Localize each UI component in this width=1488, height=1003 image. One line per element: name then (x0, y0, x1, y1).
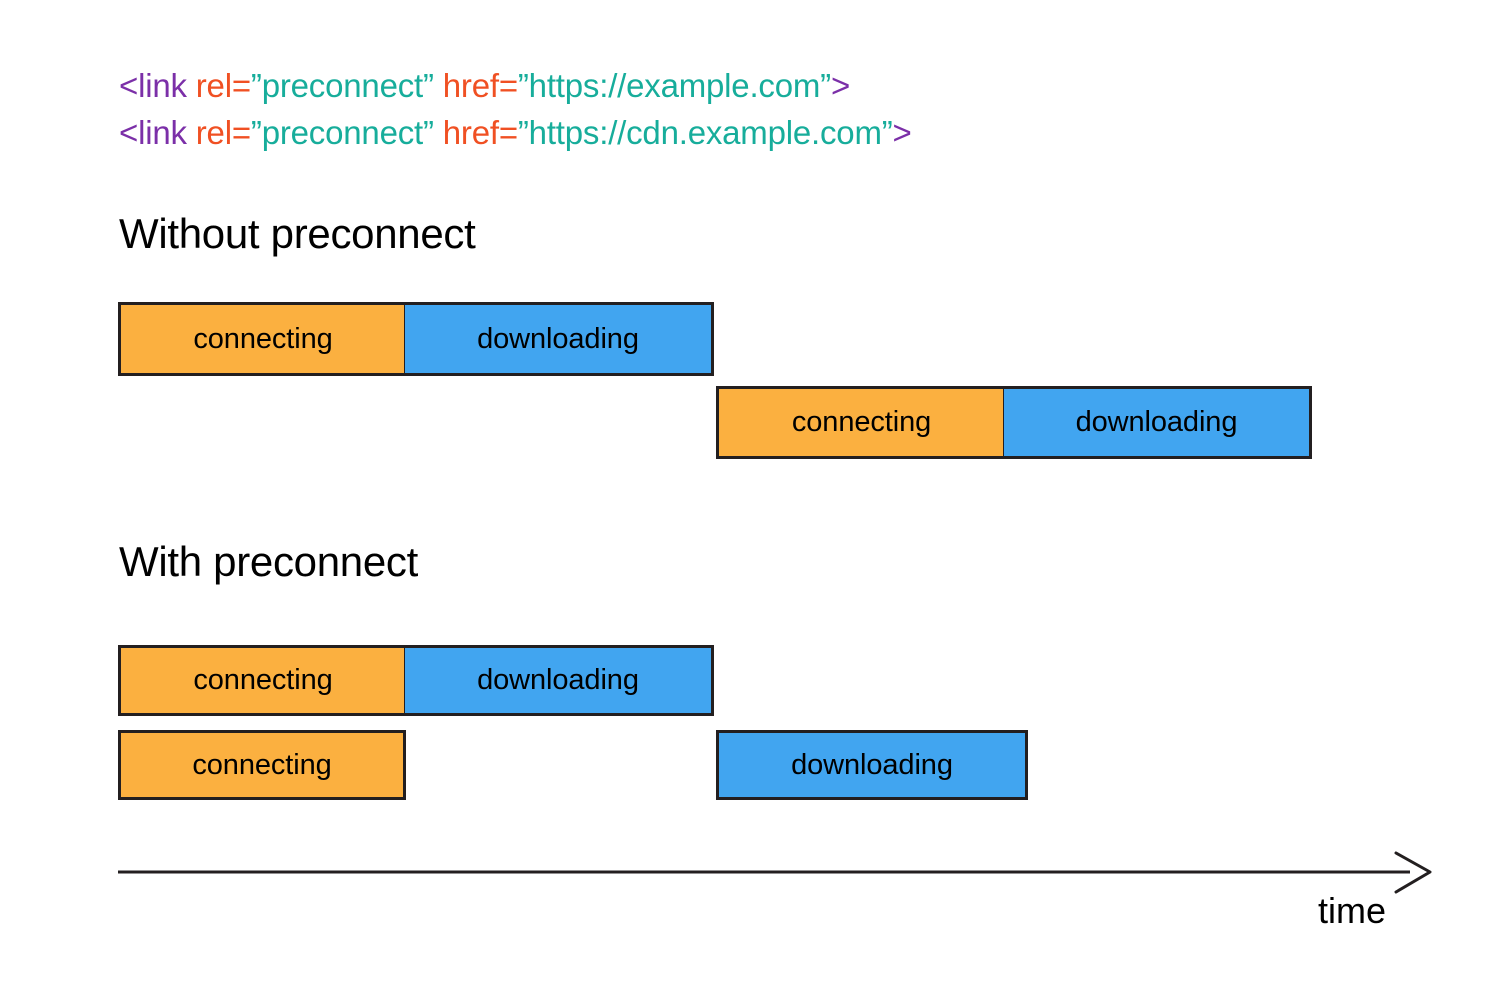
bar-with-r1-connecting: connecting (118, 645, 406, 716)
code-token-value-rel: ”preconnect” (250, 67, 434, 104)
code-token-attribute-rel: rel= (195, 67, 251, 104)
code-token-tag-open: <link (119, 114, 196, 151)
code-token-tag-close: > (830, 67, 851, 104)
code-token-tag-close: > (892, 114, 912, 151)
code-token-attribute-href: href= (433, 67, 518, 104)
time-axis (118, 851, 1432, 894)
code-snippet: <link rel=”preconnect” href=”https://exa… (119, 62, 912, 156)
section-heading-without-preconnect: Without preconnect (119, 210, 476, 257)
right-arrow-icon (1394, 851, 1432, 894)
section-heading-with-preconnect: With preconnect (119, 538, 418, 585)
code-token-attribute-rel: rel= (195, 114, 251, 151)
code-token-tag-open: <link (119, 67, 196, 104)
code-line-1: <link rel=”preconnect” href=”https://exa… (119, 62, 912, 109)
code-token-value-href: ”https://cdn.example.com” (517, 114, 893, 151)
bar-with-r1-downloading: downloading (404, 645, 714, 716)
bar-without-r2-connecting: connecting (716, 386, 1005, 459)
bar-without-r1-connecting: connecting (118, 302, 406, 376)
bar-without-r1-downloading: downloading (404, 302, 714, 376)
code-token-value-href: ”https://example.com” (517, 67, 831, 104)
code-token-value-rel: ”preconnect” (250, 114, 434, 151)
time-axis-label: time (1318, 890, 1387, 931)
code-token-attribute-href: href= (433, 114, 518, 151)
code-line-2: <link rel=”preconnect” href=”https://cdn… (119, 109, 912, 156)
bar-with-r2-downloading: downloading (716, 730, 1028, 800)
bar-with-r2-connecting: connecting (118, 730, 406, 800)
bar-without-r2-downloading: downloading (1003, 386, 1312, 459)
